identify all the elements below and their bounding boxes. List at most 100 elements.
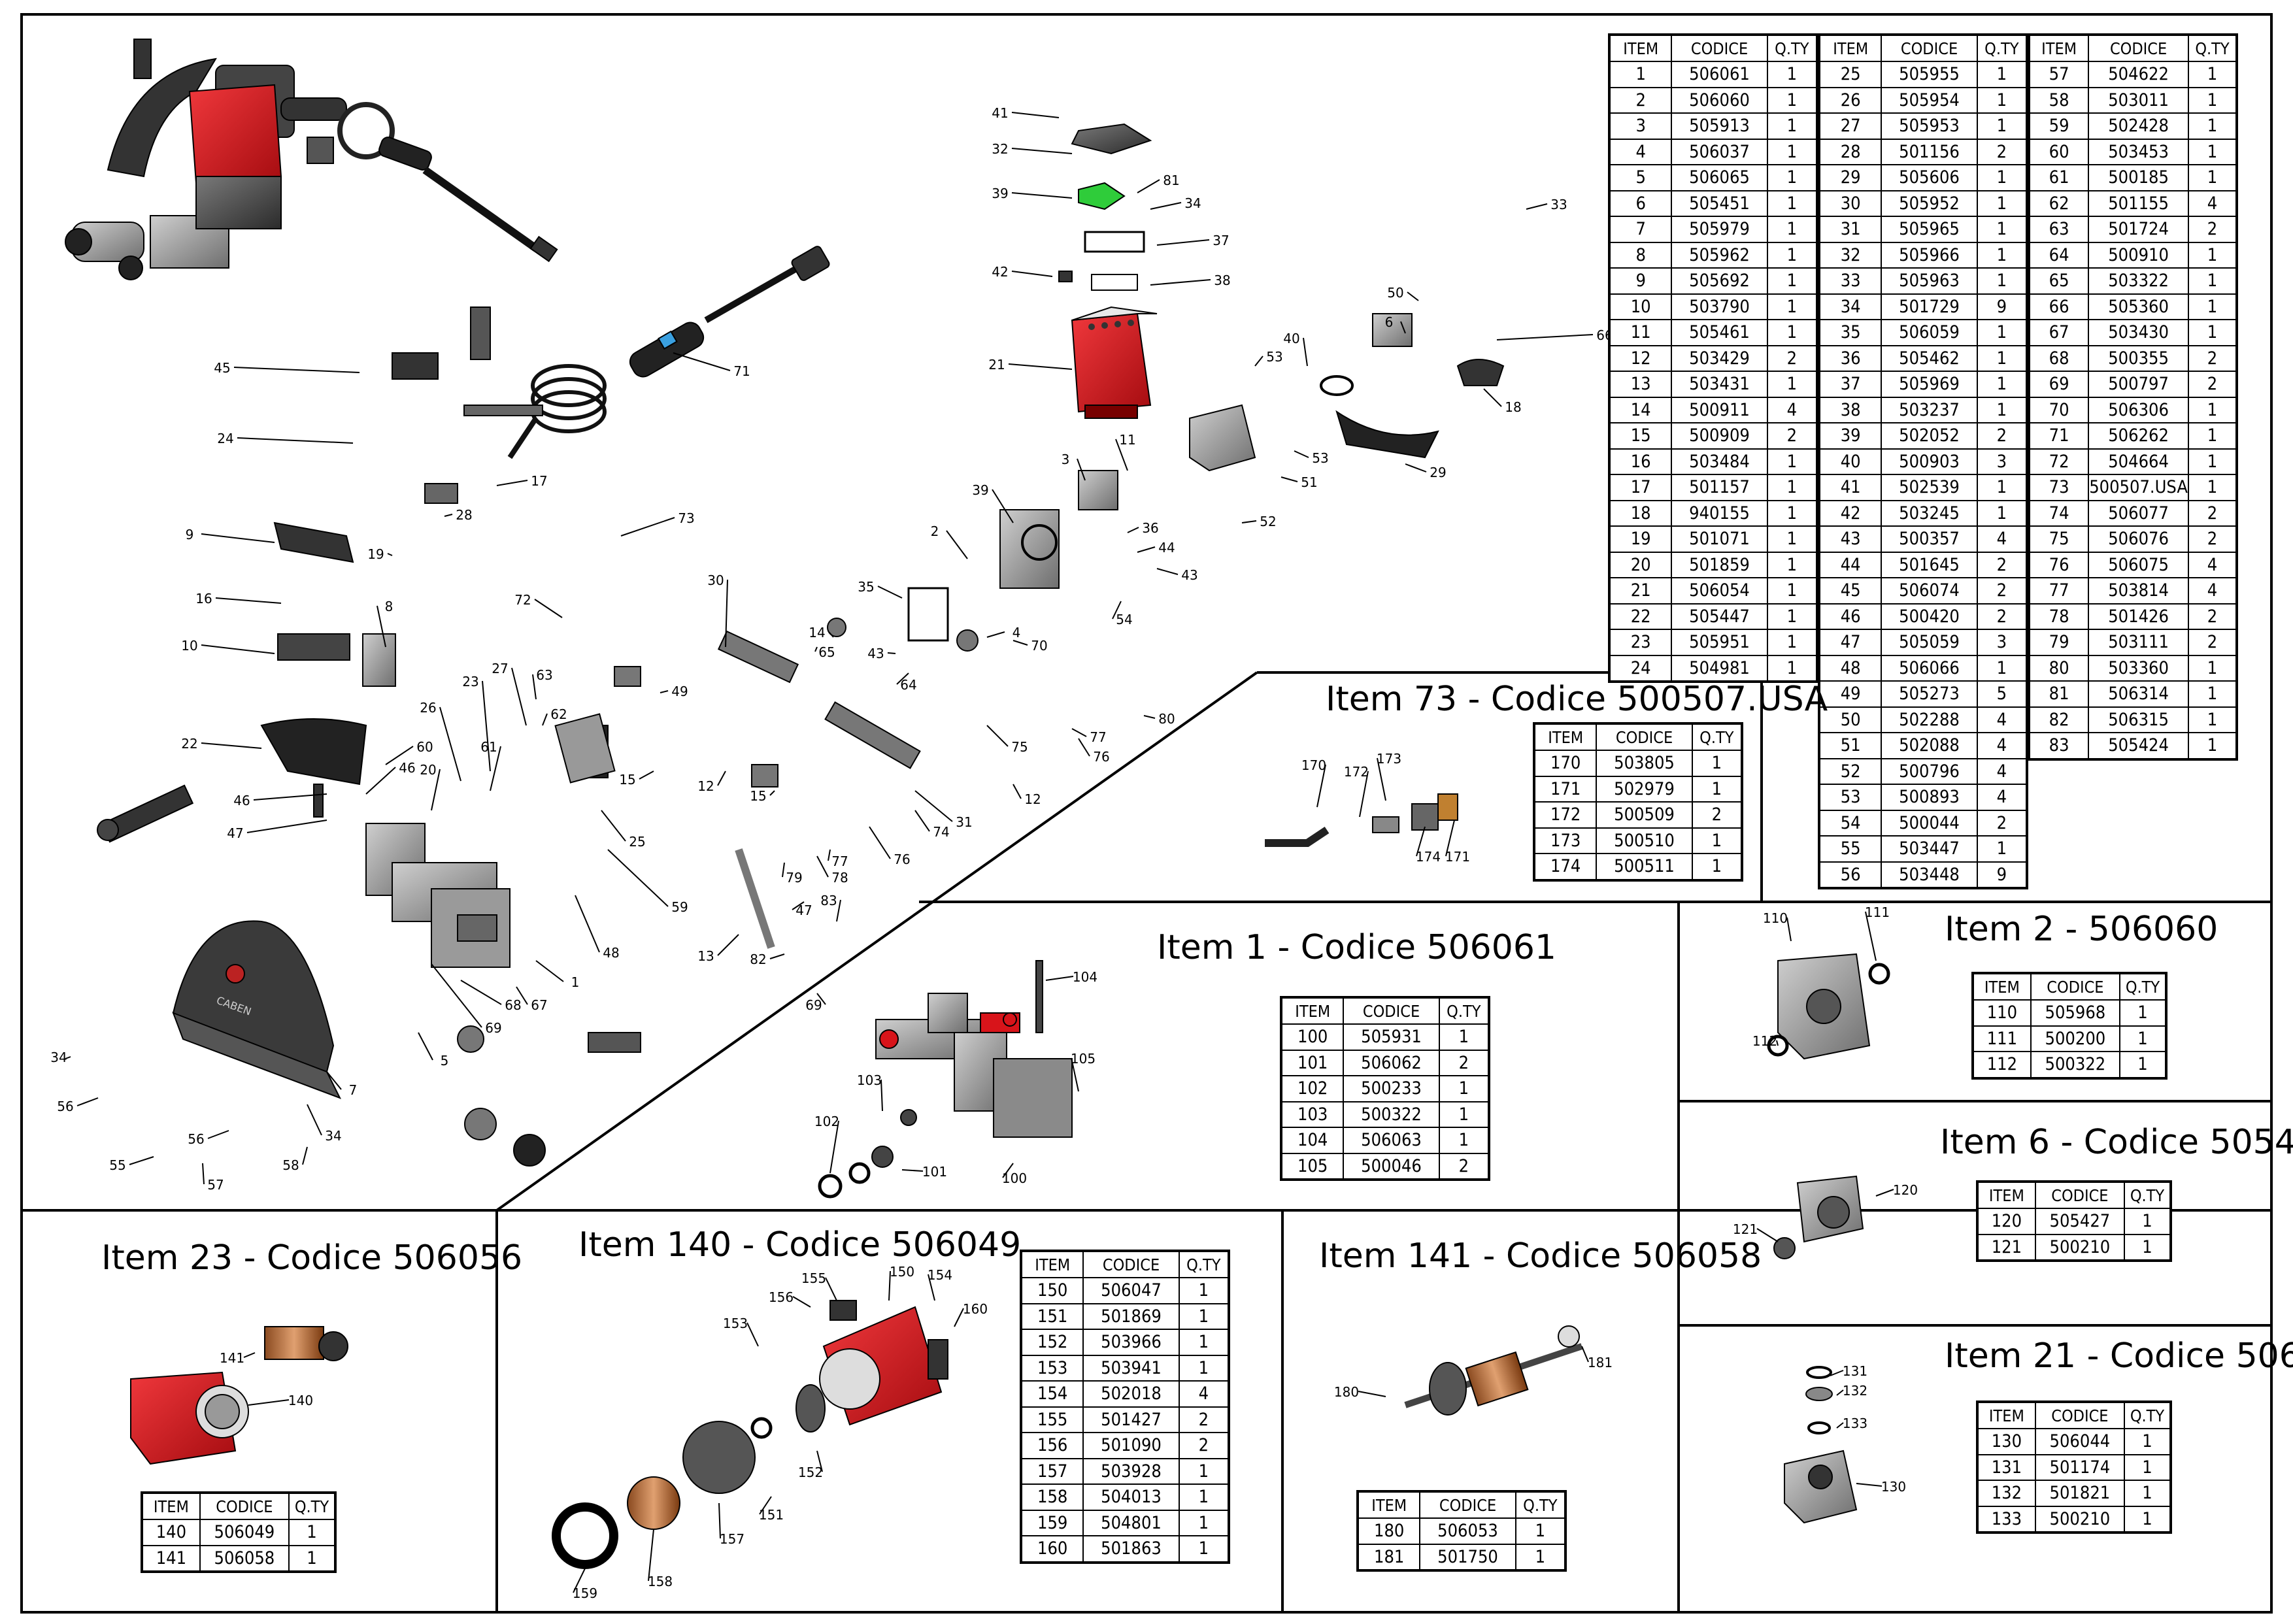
cell-codice: 502539	[1881, 474, 1978, 501]
cell-qty: 1	[1766, 61, 1818, 88]
callout-label: 39	[972, 482, 988, 498]
cell-item: 100	[1280, 1023, 1345, 1051]
item23-header-codice: CODICE	[199, 1492, 290, 1520]
leader-line	[1137, 179, 1160, 193]
callout-label: 17	[531, 473, 547, 489]
cell-item: 181	[1356, 1543, 1421, 1571]
leader-line	[1011, 112, 1060, 118]
main-table-header-qty: Q.TY	[1766, 34, 1818, 62]
leader-line	[444, 514, 453, 517]
power-cord-image	[507, 246, 830, 459]
cell-qty: 2	[1438, 1152, 1490, 1180]
cell-item: 34	[1818, 293, 1883, 320]
cell-item: 5	[1608, 164, 1673, 191]
item73-header-item: ITEM	[1533, 723, 1598, 751]
cell-codice: 504013	[1082, 1483, 1180, 1511]
cell-codice: 500044	[1881, 809, 1978, 837]
leader-line	[648, 1529, 654, 1582]
callout-label: 49	[671, 684, 688, 699]
cell-item: 153	[1020, 1354, 1084, 1382]
cell-qty: 1	[1178, 1509, 1230, 1536]
callout-label: 121	[1733, 1221, 1758, 1237]
callout-label: 153	[723, 1316, 748, 1331]
cell-qty: 1	[2187, 138, 2238, 165]
cell-codice: 501174	[2034, 1453, 2125, 1481]
cell-codice: 504981	[1671, 654, 1768, 682]
leader-line	[782, 862, 785, 878]
callout-label: 151	[759, 1507, 784, 1523]
callout-label: 56	[188, 1131, 204, 1147]
item21-image	[1784, 1366, 1858, 1524]
callout-label: 150	[890, 1264, 914, 1280]
callout-label: 82	[750, 952, 766, 967]
callout-label: 130	[1881, 1479, 1906, 1495]
item2-header-item: ITEM	[1972, 972, 2032, 1001]
cell-qty: 1	[1976, 216, 2028, 243]
leader-line	[896, 672, 909, 685]
leader-line	[1496, 334, 1594, 340]
callout-label: 132	[1843, 1383, 1867, 1399]
cell-qty: 1	[1766, 164, 1818, 191]
cell-item: 14	[1608, 396, 1673, 423]
cell-item: 133	[1977, 1505, 2036, 1533]
item73-title: Item 73 - Codice 500507.USA	[1326, 680, 1828, 719]
cell-codice: 500507.USA	[2088, 474, 2189, 501]
leader-line	[1143, 715, 1156, 719]
cell-item: 57	[2028, 61, 2090, 88]
cell-item: 81	[2028, 680, 2090, 708]
cell-codice: 505451	[1671, 190, 1768, 217]
leader-line	[439, 706, 461, 782]
cell-qty: 1	[1766, 216, 1818, 243]
callout-label: 170	[1301, 757, 1326, 773]
cell-qty: 5	[1976, 680, 2028, 708]
item141-title: Item 141 - Codice 506058	[1319, 1236, 1762, 1276]
callout-label: 79	[786, 870, 802, 886]
cell-item: 78	[2028, 603, 2090, 630]
cell-qty: 2	[1438, 1049, 1490, 1076]
callout-label: 24	[217, 431, 233, 446]
cell-qty: 1	[1691, 853, 1743, 881]
item140-header-qty: Q.TY	[1178, 1250, 1230, 1278]
callout-label: 15	[619, 772, 635, 787]
cell-qty: 2	[1976, 551, 2028, 578]
callout-label: 83	[820, 893, 837, 908]
leader-line	[1316, 764, 1326, 808]
cell-qty: 1	[2187, 396, 2238, 423]
cell-codice: 940155	[1671, 499, 1768, 527]
cell-codice: 500511	[1596, 853, 1693, 881]
cell-item: 72	[2028, 448, 2090, 475]
callout-label: 42	[992, 264, 1008, 280]
cell-qty: 1	[2187, 448, 2238, 475]
cell-codice: 500185	[2088, 164, 2189, 191]
cell-item: 41	[1818, 474, 1883, 501]
callout-label: 174	[1416, 849, 1441, 865]
callout-label: 31	[956, 814, 972, 830]
leader-line	[1071, 728, 1087, 737]
cell-qty: 1	[1976, 267, 2028, 295]
cell-item: 1	[1608, 61, 1673, 88]
cell-qty: 4	[2187, 551, 2238, 578]
cell-codice: 506044	[2034, 1428, 2125, 1455]
cell-item: 36	[1818, 344, 1883, 372]
cell-codice: 504622	[2088, 61, 2189, 88]
cell-item: 52	[1818, 757, 1883, 785]
cell-codice: 505953	[1881, 112, 1978, 140]
cell-qty: 2	[2187, 499, 2238, 527]
cell-qty: 4	[2187, 577, 2238, 605]
leader-line	[792, 901, 805, 910]
